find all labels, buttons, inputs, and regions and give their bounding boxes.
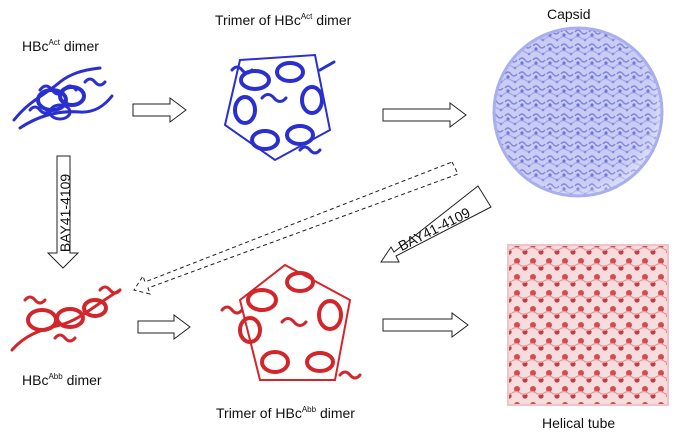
arrow-abb-trimer-to-tube (383, 313, 468, 337)
abb-dimer-structure (12, 287, 120, 350)
arrow-act-trimer-to-capsid (383, 103, 466, 127)
bay-vertical-label: BAY41-4109 (57, 174, 73, 252)
capsid-structure (494, 28, 662, 196)
act-dimer-structure (14, 68, 112, 128)
act-trimer-structure (225, 55, 334, 160)
arrow-act-dimer-to-trimer (133, 98, 186, 122)
helical-tube-structure (508, 245, 668, 405)
arrow-abb-dimer-to-trimer (138, 315, 190, 339)
abb-trimer-structure (222, 265, 360, 380)
